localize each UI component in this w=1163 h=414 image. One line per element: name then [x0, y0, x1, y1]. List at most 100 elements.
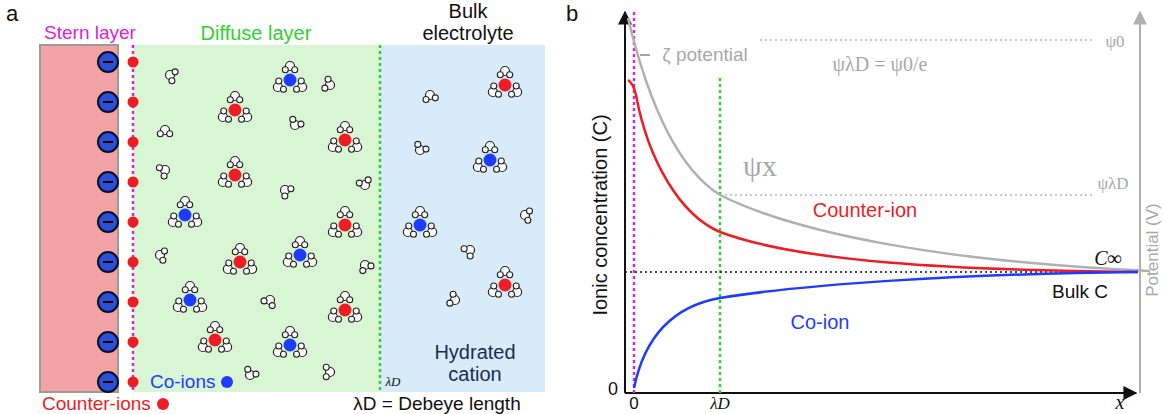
legend-swatch: [221, 376, 233, 388]
layer-title: Stern layer: [44, 23, 136, 44]
adsorbed-counter-ion: [128, 137, 139, 148]
water-molecule: [424, 223, 437, 237]
bulk-region: Bulk electrolyteHydrated cation: [380, 45, 545, 392]
surface-charge: [98, 172, 118, 192]
water-molecule: [403, 223, 416, 237]
water-molecule: [281, 186, 294, 199]
hydrated-co-ion: [294, 249, 307, 262]
diffuse-layer-region: Diffuse layer: [133, 45, 380, 392]
hydrated-counter-ion: [339, 304, 352, 317]
hydrated-counter-ion: [339, 219, 352, 232]
debye-marker: λD: [385, 375, 400, 389]
water-molecule: [304, 253, 317, 267]
panel-letter: a: [6, 2, 18, 26]
curve-label: Counter-ion: [813, 199, 918, 221]
surface-charge: [98, 212, 118, 232]
definition-note: λD = Debeye length: [353, 394, 520, 414]
psi0-level: [760, 39, 1095, 41]
surface-charge: [98, 372, 118, 392]
bulk-concentration: C∞: [1094, 247, 1122, 269]
water-molecule: [227, 92, 242, 103]
counter-ion-curve: [628, 80, 1138, 272]
debye-plane: [719, 78, 722, 393]
water-molecule: [239, 173, 252, 187]
hydrated-co-ion: [284, 339, 297, 352]
hydrated-counter-ion: [499, 279, 512, 292]
water-molecule: [322, 76, 335, 91]
region-title: Diffuse layer: [201, 22, 312, 44]
water-molecule: [189, 213, 202, 227]
water-molecule: [294, 343, 307, 357]
adsorbed-counter-ion: [128, 337, 139, 348]
hydrated-co-ion: [284, 74, 297, 87]
electrode: [40, 45, 118, 392]
water-molecule: [423, 91, 438, 103]
water-molecule: [328, 223, 341, 237]
surface-charge: [98, 92, 118, 112]
water-molecule: [232, 244, 247, 255]
equation-label: ψλD = ψ0/e: [833, 53, 928, 75]
bulk-level: [625, 271, 1136, 273]
water-molecule: [282, 327, 297, 338]
water-molecule: [177, 197, 192, 208]
water-molecule: [337, 292, 352, 303]
water-molecule: [157, 126, 172, 137]
co-ion-curve: [634, 272, 1138, 388]
water-molecule: [488, 83, 501, 97]
hydrated-co-ion: [184, 294, 197, 307]
water-molecule: [244, 260, 257, 274]
axis-tick: λD: [710, 395, 730, 414]
y-axis: [624, 12, 626, 393]
hydrated-counter-ion: [229, 169, 242, 182]
legend-swatch: [157, 398, 169, 410]
water-molecule: [182, 282, 197, 293]
water-molecule: [156, 165, 169, 179]
curve-label: Co-ion: [791, 311, 850, 333]
axis-title: x: [1116, 391, 1125, 413]
adsorbed-counter-ion: [128, 377, 139, 388]
water-molecule: [337, 207, 352, 218]
hydrated-counter-ion: [234, 256, 247, 269]
region-note: Hydrated cation: [415, 341, 535, 385]
adsorbed-counter-ion: [128, 57, 139, 68]
debye-plane: [379, 45, 382, 392]
water-molecule: [218, 108, 231, 122]
adsorbed-counter-ion: [128, 97, 139, 108]
water-molecule: [207, 322, 222, 333]
panel-letter: b: [566, 2, 578, 26]
water-molecule: [328, 308, 341, 322]
axis-title: Potential (V): [1144, 203, 1163, 297]
water-molecule: [497, 67, 512, 78]
surface-charge: [98, 52, 118, 72]
water-molecule: [356, 177, 371, 190]
water-molecule: [282, 62, 297, 73]
axis-title: Ionic concentration (C): [589, 114, 611, 315]
water-molecule: [482, 142, 497, 153]
hydrated-co-ion: [484, 154, 497, 167]
hydrated-counter-ion: [339, 134, 352, 147]
water-molecule: [337, 122, 352, 133]
water-molecule: [488, 283, 501, 297]
water-molecule: [509, 83, 522, 97]
potential-level: ψλD: [1097, 175, 1128, 194]
water-molecule: [290, 116, 304, 129]
legend-entry: Counter-ions: [42, 394, 169, 414]
water-molecule: [494, 158, 507, 172]
water-molecule: [219, 338, 232, 352]
stern-plane: [633, 12, 636, 393]
zeta-label: ζ potential: [662, 45, 748, 66]
water-molecule: [447, 291, 460, 306]
water-molecule: [168, 213, 181, 227]
water-molecule: [218, 173, 231, 187]
water-molecule: [156, 248, 168, 263]
potential-curve: [628, 18, 1150, 271]
water-molecule: [360, 261, 374, 274]
psi-lambda-level: [720, 194, 1095, 196]
potential-level: ψ0: [1105, 33, 1124, 52]
surface-charge: [98, 332, 118, 352]
water-molecule: [328, 138, 341, 152]
hydrated-co-ion: [179, 209, 192, 222]
stern-plane: [132, 45, 135, 392]
water-molecule: [497, 267, 512, 278]
surface-charge: [98, 292, 118, 312]
